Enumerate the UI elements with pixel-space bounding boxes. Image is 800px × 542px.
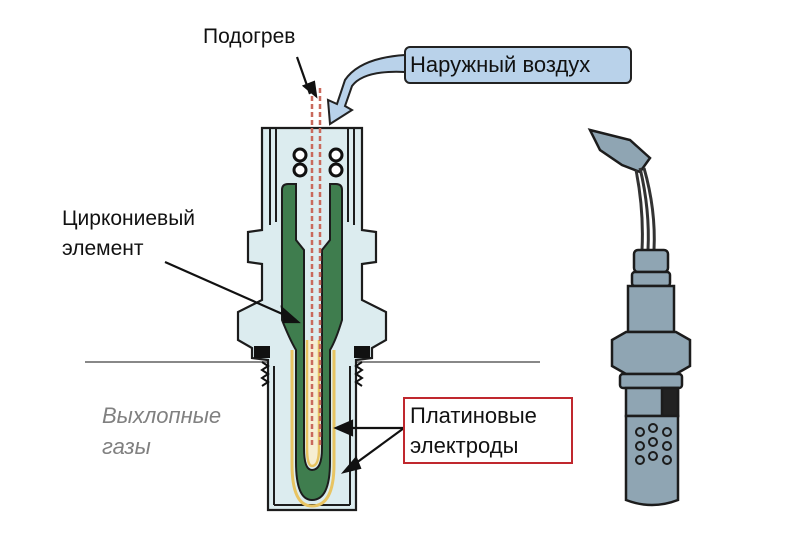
zirconia-element (281, 183, 343, 502)
leader-arrows (164, 56, 405, 474)
zirconia-label-line2: элемент (62, 237, 144, 260)
platinum-label-highlight-box (403, 397, 573, 464)
outside-air-label-box (404, 46, 632, 84)
zirconia-label-line1: Циркониевый (62, 207, 196, 230)
heater-element (310, 88, 322, 448)
thread-left (260, 361, 270, 387)
platinum-label-line1: Платиновые (410, 403, 537, 428)
gasket-left (254, 346, 270, 358)
outside-air-arrow (326, 53, 406, 126)
seal-rings (292, 147, 344, 178)
thread-right (354, 361, 364, 387)
platinum-electrode-outer (290, 350, 336, 508)
exhaust-label-line2: газы (102, 434, 151, 459)
gasket-right (354, 346, 370, 358)
outside-air-label: Наружный воздух (410, 52, 591, 77)
exhaust-label-line1: Выхлопные (102, 403, 222, 428)
sensor-photo-illustration (587, 128, 692, 507)
platinum-label-line2: электроды (410, 433, 519, 458)
heater-label: Подогрев (203, 25, 296, 48)
